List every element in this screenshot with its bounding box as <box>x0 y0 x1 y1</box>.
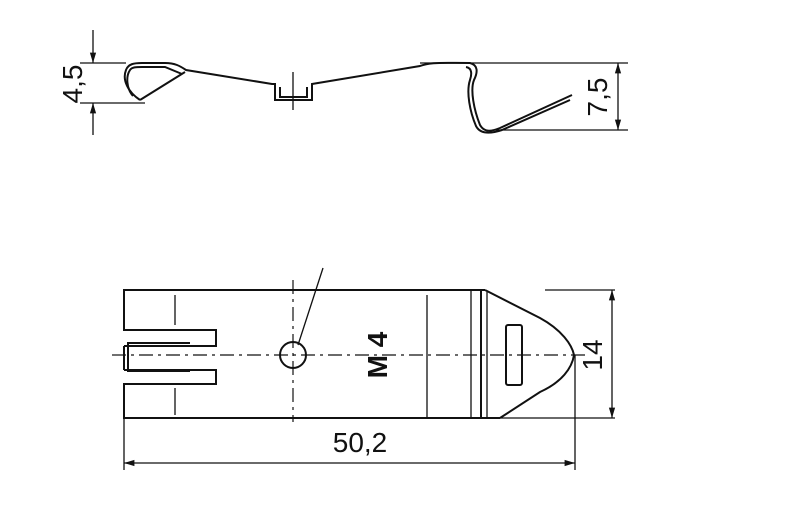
dimension-height-left: 4,5 <box>57 65 88 104</box>
spring-profile <box>123 61 573 132</box>
hole <box>279 341 307 369</box>
spring-inner-profile <box>126 66 571 134</box>
dimension-width: 14 <box>577 339 608 370</box>
tongue-outline <box>484 289 576 419</box>
top-view: M 4 14 50,2 <box>112 267 616 470</box>
slot-tab <box>127 342 190 372</box>
thread-label: M 4 <box>362 331 393 378</box>
dimension-length: 50,2 <box>333 427 388 458</box>
dimension-height-right: 7,5 <box>582 78 613 117</box>
side-view: 4,5 7,5 <box>57 30 628 135</box>
leader-line <box>297 267 324 346</box>
tongue-slot <box>505 324 523 386</box>
plate-outline <box>123 289 500 419</box>
